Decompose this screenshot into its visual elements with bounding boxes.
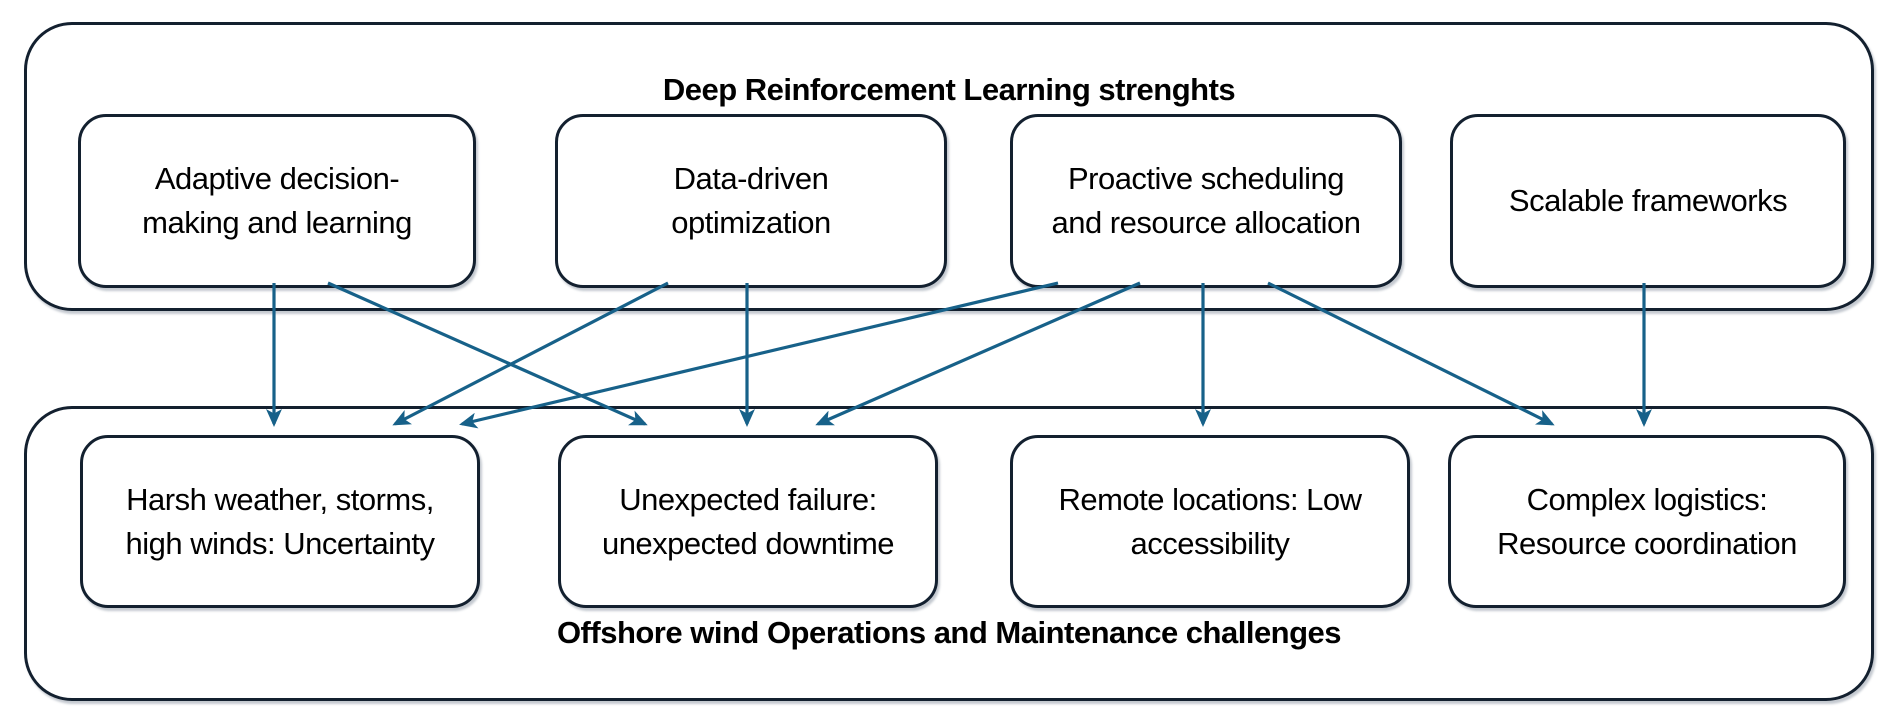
- box-harsh-weather-label: Harsh weather, storms, high winds: Uncer…: [125, 481, 436, 561]
- om-challenges-title: Offshore wind Operations and Maintenance…: [556, 615, 1342, 651]
- box-scalable-frameworks-label: Scalable frameworks: [1508, 183, 1788, 218]
- box-adaptive-decision-making: Adaptive decision- making and learning: [78, 114, 476, 288]
- box-adaptive-decision-making-label: Adaptive decision- making and learning: [142, 161, 412, 240]
- box-scalable-frameworks: Scalable frameworks: [1450, 114, 1846, 288]
- box-unexpected-failure: Unexpected failure: unexpected downtime: [558, 435, 938, 608]
- box-unexpected-failure-label: Unexpected failure: unexpected downtime: [601, 481, 895, 561]
- box-harsh-weather: Harsh weather, storms, high winds: Uncer…: [80, 435, 480, 608]
- drl-strengths-title: Deep Reinforcement Learning strenghts: [662, 71, 1236, 107]
- box-proactive-scheduling-label: Proactive scheduling and resource alloca…: [1051, 161, 1361, 240]
- box-complex-logistics-label: Complex logistics: Resource coordination: [1497, 481, 1797, 561]
- box-complex-logistics: Complex logistics: Resource coordination: [1448, 435, 1846, 608]
- box-proactive-scheduling: Proactive scheduling and resource alloca…: [1010, 114, 1402, 288]
- box-remote-locations-label: Remote locations: Low accessibility: [1058, 481, 1362, 561]
- box-data-driven-optimization: Data-driven optimization: [555, 114, 947, 288]
- box-data-driven-optimization-label: Data-driven optimization: [671, 161, 831, 240]
- box-remote-locations: Remote locations: Low accessibility: [1010, 435, 1410, 608]
